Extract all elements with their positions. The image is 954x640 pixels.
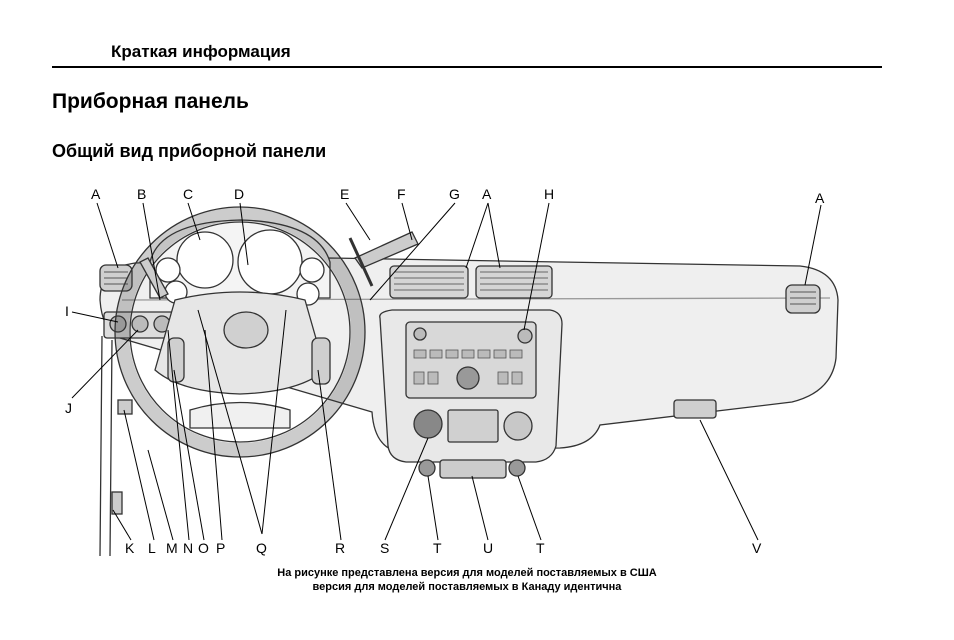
callout-label: U bbox=[483, 540, 493, 556]
callout-label: H bbox=[544, 186, 554, 202]
callout-label: L bbox=[148, 540, 156, 556]
callout-label: M bbox=[166, 540, 178, 556]
callout-label: N bbox=[183, 540, 193, 556]
left-pillar bbox=[99, 335, 113, 557]
callout-label: E bbox=[340, 186, 349, 202]
glovebox-handle bbox=[673, 399, 717, 419]
callout-label: K bbox=[125, 540, 135, 556]
callout-label: A bbox=[815, 190, 825, 206]
callout-label: R bbox=[335, 540, 345, 556]
figure-caption-line-1: На рисунке представлена версия для модел… bbox=[277, 567, 657, 579]
right-air-vent bbox=[785, 284, 821, 314]
running-header: Краткая информация bbox=[111, 42, 291, 61]
callout-label: O bbox=[198, 540, 209, 556]
hood-release bbox=[111, 491, 123, 515]
callout-label: J bbox=[65, 400, 72, 416]
four-wheel-drive-dial bbox=[503, 411, 533, 441]
dashboard-illustration: A B C D E F G A H A I J K L M N O P Q R … bbox=[52, 178, 882, 570]
turn-signal-lever bbox=[139, 257, 169, 299]
callout-label: T bbox=[536, 540, 545, 556]
steering-wheel bbox=[115, 207, 365, 457]
figure-caption-line-2: версия для моделей поставляемых в Канаду… bbox=[312, 581, 622, 593]
callout-label: F bbox=[397, 186, 406, 202]
parking-brake-release bbox=[117, 399, 133, 415]
tachometer bbox=[176, 231, 234, 289]
callout-label: I bbox=[65, 303, 69, 319]
wiper-lever bbox=[354, 231, 419, 269]
header-rule bbox=[52, 66, 882, 68]
callout-label: D bbox=[234, 186, 244, 202]
heated-seat-buttons bbox=[439, 459, 507, 479]
page-title: Приборная панель bbox=[52, 90, 249, 113]
center-air-vent-left bbox=[389, 265, 469, 299]
callout-label: V bbox=[752, 540, 762, 556]
callout-label: P bbox=[216, 540, 225, 556]
callout-label: C bbox=[183, 186, 193, 202]
section-subtitle: Общий вид приборной панели bbox=[52, 141, 327, 161]
callout-label: A bbox=[91, 186, 101, 202]
right-wheel-controls bbox=[311, 337, 331, 385]
climate-buttons bbox=[447, 409, 499, 443]
callout-label: T bbox=[433, 540, 442, 556]
callout-label: A bbox=[482, 186, 492, 202]
center-air-vent-right bbox=[475, 265, 553, 299]
climate-knob bbox=[413, 409, 443, 439]
callout-label: Q bbox=[256, 540, 267, 556]
gear-shift-lever bbox=[348, 237, 374, 287]
callout-label: S bbox=[380, 540, 389, 556]
callout-label: B bbox=[137, 186, 146, 202]
left-wheel-controls bbox=[167, 337, 185, 383]
leader-lines bbox=[71, 202, 822, 541]
callout-label: G bbox=[449, 186, 460, 202]
